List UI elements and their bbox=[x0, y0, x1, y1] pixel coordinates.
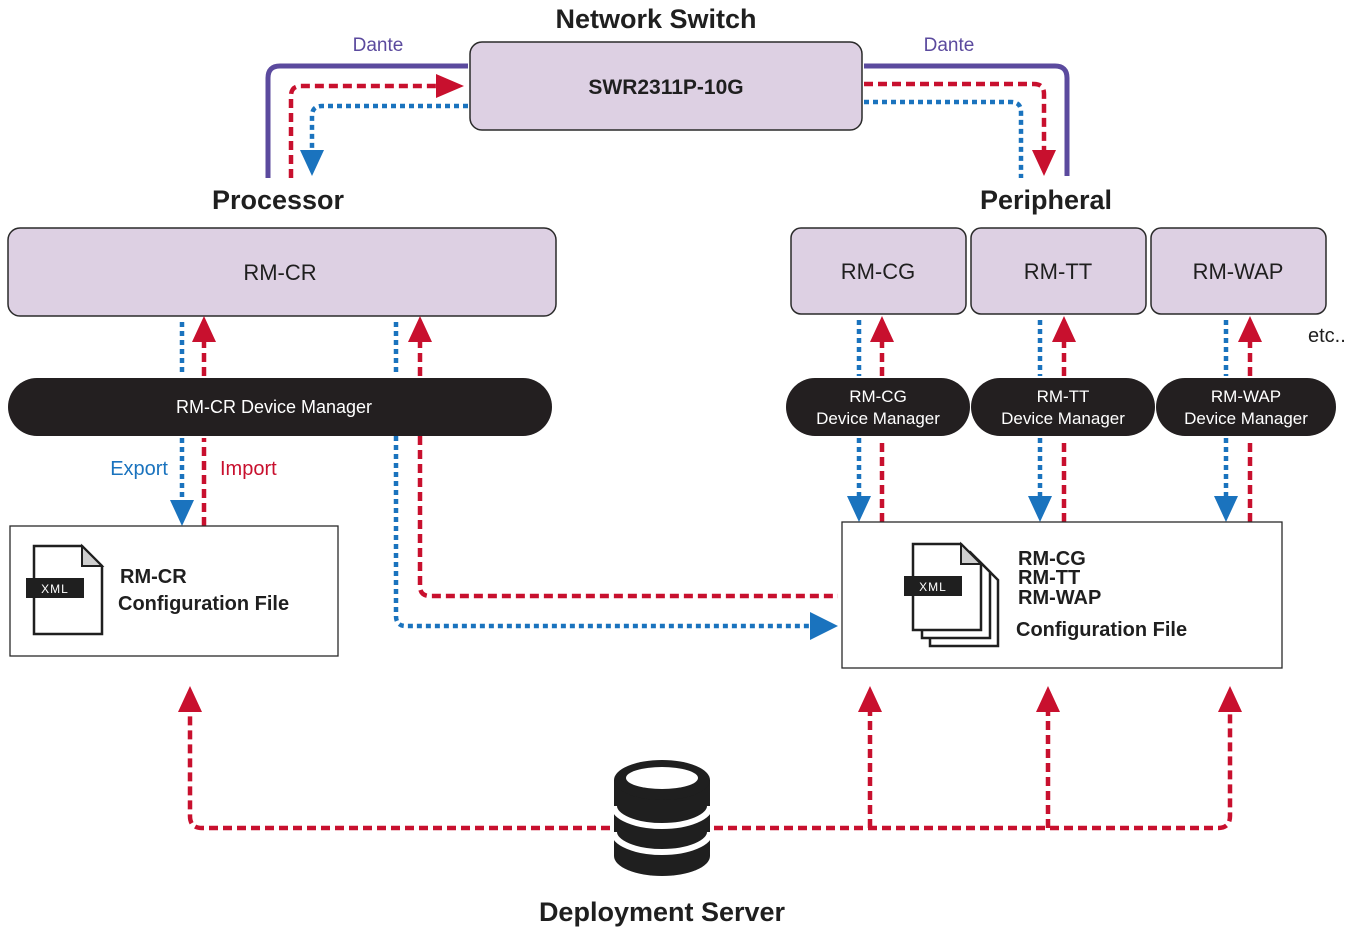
deployment-server-label: Deployment Server bbox=[539, 897, 786, 927]
flow-server-to-peripheral-file bbox=[714, 712, 1233, 831]
rm-cr-config-file-title: RM-CR bbox=[120, 566, 187, 588]
peripheral-config-file-line2: RM-TT bbox=[1018, 567, 1080, 589]
rm-cg-device-box bbox=[790, 227, 967, 315]
rm-wap-device-label: RM-WAP bbox=[1193, 259, 1284, 284]
rm-cr-config-file-subtitle: Configuration File bbox=[118, 593, 289, 615]
rm-tt-device-manager-line1: RM-TT bbox=[1037, 387, 1090, 406]
peripheral-device-rm-cg: RM-CG bbox=[790, 227, 967, 315]
xml-file-icon: XML bbox=[26, 543, 105, 636]
arrow-head-red bbox=[436, 74, 464, 98]
rm-cg-device-manager: RM-CG Device Manager bbox=[786, 378, 970, 436]
rm-wap-device-manager: RM-WAP Device Manager bbox=[1156, 378, 1336, 436]
rm-cg-device-manager-line2: Device Manager bbox=[816, 409, 940, 428]
flow-switch-to-processor bbox=[309, 103, 468, 152]
peripheral-device-rm-wap: RM-WAP bbox=[1150, 227, 1327, 315]
more-devices-label: etc.. bbox=[1308, 325, 1346, 347]
flow-peripheral-to-switch bbox=[864, 99, 1024, 178]
import-label: Import bbox=[220, 458, 277, 480]
arrow-head-red bbox=[192, 316, 216, 342]
rm-tt-device-label: RM-TT bbox=[1024, 259, 1092, 284]
rm-cr-device-label: RM-CR bbox=[243, 260, 316, 285]
xml-file-stack-icon: XML bbox=[904, 541, 1000, 648]
flow-rm-cr-to-peripheral-file-import bbox=[417, 436, 838, 599]
rm-cg-flows bbox=[847, 316, 894, 522]
database-icon bbox=[611, 760, 713, 876]
export-label: Export bbox=[110, 458, 168, 480]
flow-server-to-rm-cr-file bbox=[187, 712, 610, 831]
arrow-head-red bbox=[858, 686, 882, 712]
rm-wap-device-manager-line1: RM-WAP bbox=[1211, 387, 1281, 406]
processor-heading: Processor bbox=[212, 185, 345, 215]
arrow-head-red bbox=[1218, 686, 1242, 712]
rm-cg-device-manager-line1: RM-CG bbox=[849, 387, 907, 406]
peripheral-config-file-line1: RM-CG bbox=[1018, 548, 1086, 570]
network-switch-model: SWR2311P-10G bbox=[588, 76, 743, 99]
peripheral-device-rm-tt: RM-TT bbox=[970, 227, 1147, 315]
arrow-head-red bbox=[1032, 150, 1056, 176]
dante-link-right bbox=[864, 63, 1070, 176]
rm-tt-device-manager: RM-TT Device Manager bbox=[971, 378, 1155, 436]
peripheral-heading: Peripheral bbox=[980, 185, 1112, 215]
arrow-head-blue bbox=[170, 500, 194, 526]
peripheral-config-file-line3: RM-WAP bbox=[1018, 587, 1101, 609]
dante-link-left bbox=[265, 63, 468, 178]
rm-tt-flows bbox=[1028, 316, 1076, 522]
xml-badge: XML bbox=[919, 580, 947, 594]
xml-badge: XML bbox=[41, 582, 69, 596]
rm-wap-device-box bbox=[1150, 227, 1327, 315]
arrow-head-red bbox=[408, 316, 432, 342]
rm-cr-device-manager-label: RM-CR Device Manager bbox=[176, 397, 372, 417]
rm-cr-device-box bbox=[7, 227, 557, 317]
rm-cr-device-manager bbox=[8, 378, 552, 436]
network-switch-heading: Network Switch bbox=[555, 4, 756, 34]
rm-tt-device-manager-line2: Device Manager bbox=[1001, 409, 1125, 428]
arrow-head-blue bbox=[810, 612, 838, 640]
peripheral-config-file-line4: Configuration File bbox=[1016, 619, 1187, 641]
dante-label-left: Dante bbox=[353, 35, 404, 56]
dante-label-right: Dante bbox=[924, 35, 975, 56]
rm-cg-device-label: RM-CG bbox=[841, 259, 916, 284]
network-switch-box bbox=[469, 41, 863, 131]
rm-wap-device-manager-line2: Device Manager bbox=[1184, 409, 1308, 428]
arrow-head-red bbox=[178, 686, 202, 712]
rm-tt-device-box bbox=[970, 227, 1147, 315]
flow-processor-to-switch bbox=[288, 83, 440, 178]
flow-switch-to-peripheral bbox=[864, 81, 1047, 150]
arrow-head-blue bbox=[300, 150, 324, 176]
flow-rm-cr-to-peripheral-file-export bbox=[393, 436, 812, 629]
arrow-head-red bbox=[1036, 686, 1060, 712]
rm-wap-flows bbox=[1214, 316, 1262, 522]
